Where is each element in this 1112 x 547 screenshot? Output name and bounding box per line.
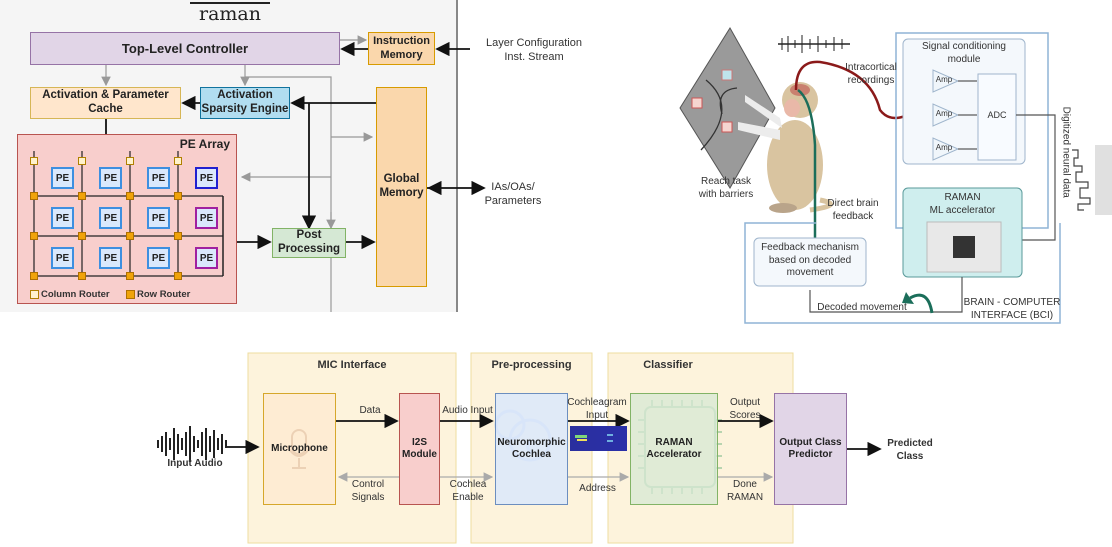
output-class-predictor-block: Output Class Predictor (774, 393, 847, 505)
target-square (721, 121, 733, 133)
row-router (126, 192, 134, 200)
signal-conditioning-title: Signal conditioning module (922, 41, 1006, 65)
pe-cell: PE (99, 167, 122, 189)
raman-ml-accelerator-label: RAMAN ML accelerator (929, 192, 996, 216)
pe-cell: PE (147, 167, 170, 189)
column-router (174, 157, 182, 165)
mic-interface-title: MIC Interface (317, 359, 387, 371)
layer-config-label: Layer Configuration Inst. Stream (485, 37, 582, 63)
adc-label: ADC (987, 110, 1007, 120)
pe-cell: PE (51, 207, 74, 229)
activation-sparsity-engine: Activation Sparsity Engine (200, 87, 290, 119)
activation-parameter-cache: Activation & Parameter Cache (30, 87, 181, 119)
audio-waveform-icon (157, 426, 227, 462)
row-router (30, 272, 38, 280)
bci-label: BRAIN - COMPUTER INTERFACE (BCI) (963, 297, 1061, 321)
amp-label: Amp (935, 143, 953, 152)
reach-task-board (679, 27, 776, 189)
pe-cell: PE (195, 207, 218, 229)
cochleagram-image (570, 426, 627, 451)
pe-cell: PE (147, 247, 170, 269)
top-level-controller: Top-Level Controller (30, 32, 340, 65)
raman-logo: raman (190, 2, 270, 24)
output-scores-label: Output Scores (729, 397, 761, 421)
cochleagram-features (575, 434, 613, 442)
instruction-memory: Instruction Memory (368, 32, 435, 65)
target-square (721, 69, 733, 81)
pe-grid-svg (30, 151, 224, 280)
feedback-wire (797, 88, 817, 247)
pe-cell: PE (195, 167, 218, 189)
neuromorphic-cochlea-block: Neuromorphic Cochlea (495, 393, 568, 505)
reach-task-label: Reach task with barriers (698, 176, 754, 200)
row-router (174, 192, 182, 200)
pe-cell: PE (99, 207, 122, 229)
row-router-swatch (126, 290, 135, 299)
raman-accelerator-block: RAMAN Accelerator (630, 393, 718, 505)
legend-row-router: Row Router (126, 289, 190, 300)
decoded-movement-label: Decoded movement (817, 302, 907, 313)
row-router (30, 192, 38, 200)
cochleagram-input-label: Cochleagram Input (567, 397, 627, 421)
pe-cell: PE (147, 207, 170, 229)
row-router (174, 232, 182, 240)
address-label: Address (579, 483, 616, 494)
pe-cell: PE (195, 247, 218, 269)
pe-cell: PE (51, 247, 74, 269)
post-processing: Post Processing (272, 228, 346, 258)
recording-wire (794, 60, 931, 120)
pe-cell: PE (51, 167, 74, 189)
row-router (126, 272, 134, 280)
preprocessing-title: Pre-processing (491, 359, 572, 371)
amp-label: Amp (935, 75, 953, 84)
row-router (78, 272, 86, 280)
digitized-data-trace (1072, 149, 1091, 211)
microphone-block: Microphone (263, 393, 336, 505)
pe-array: PE Array PE PE PE PE PE PE PE PE PE PE PE PE Column… (17, 134, 237, 304)
predicted-class-label: Predicted Class (887, 438, 933, 462)
data-label: Data (359, 405, 381, 416)
direct-feedback-label: Direct brain feedback (827, 198, 879, 222)
cochlea-enable-label: Cochlea Enable (449, 479, 487, 503)
ias-oas-label: IAs/OAs/ Parameters (484, 181, 542, 207)
done-raman-label: Done RAMAN (726, 479, 764, 503)
i2s-module-block: I2S Module (399, 393, 440, 505)
row-router (30, 232, 38, 240)
column-router (78, 157, 86, 165)
target-square (691, 97, 703, 109)
feedback-mechanism-label: Feedback mechanism based on decoded move… (761, 242, 859, 278)
control-signals-label: Control Signals (351, 479, 385, 503)
row-router (174, 272, 182, 280)
row-router (126, 232, 134, 240)
column-router (126, 157, 134, 165)
intracortical-label: Intracortical recordings (845, 62, 897, 86)
audio-input-label: Audio Input (442, 405, 493, 416)
amp-label: Amp (935, 109, 953, 118)
classifier-title: Classifier (643, 359, 693, 371)
feedback-mechanism-box (753, 237, 867, 287)
input-audio-label: Input Audio (167, 458, 223, 469)
legend-column-router: Column Router (30, 289, 110, 300)
row-router (78, 192, 86, 200)
amp-triangles (932, 69, 960, 161)
adc-box (977, 73, 1017, 161)
pe-array-title: PE Array (179, 137, 230, 151)
row-router (78, 232, 86, 240)
curved-arrow-icon (909, 293, 934, 314)
global-memory: Global Memory (376, 87, 427, 287)
column-router (30, 157, 38, 165)
bci-outer-box-bottom (744, 222, 1061, 324)
column-router-swatch (30, 290, 39, 299)
pe-cell: PE (99, 247, 122, 269)
